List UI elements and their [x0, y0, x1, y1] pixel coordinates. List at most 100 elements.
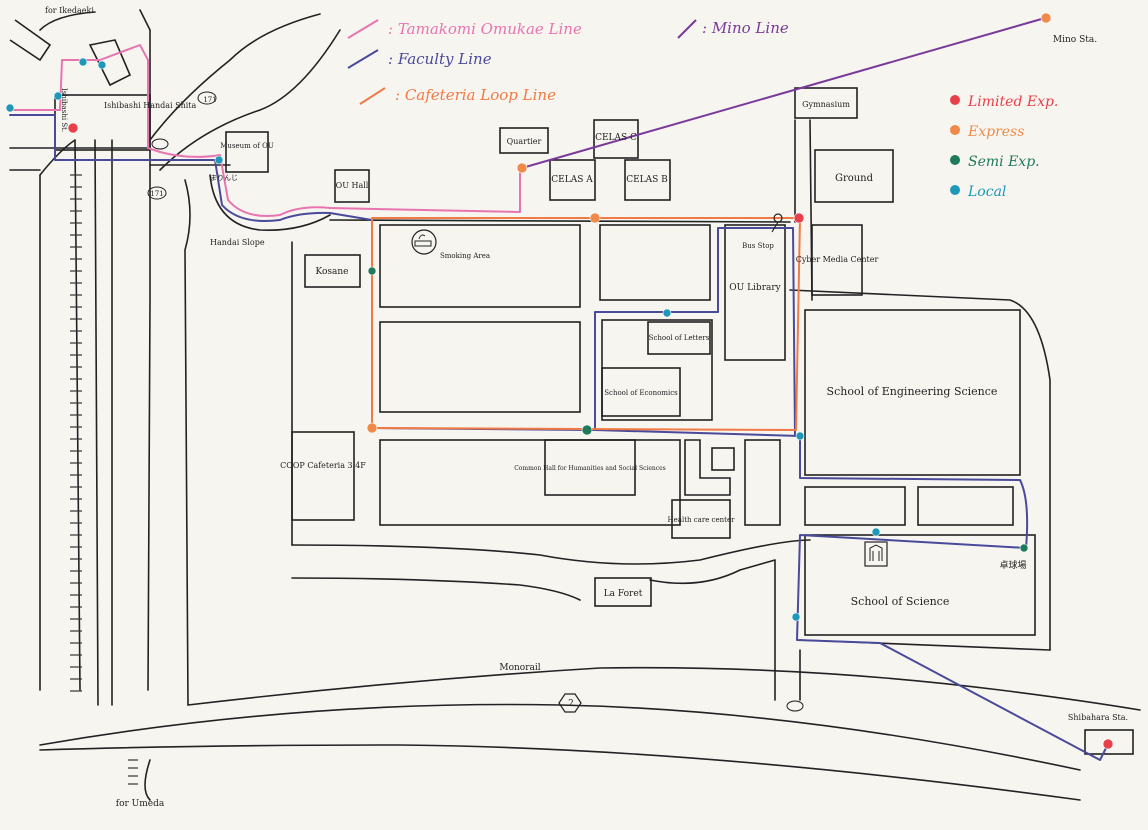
building-ground [814, 149, 894, 203]
legend-mino-label: : Mino Line [702, 19, 789, 37]
label-school-economics: School of Economics [604, 389, 678, 397]
road-handai-slope [209, 174, 331, 232]
building-toilet-block [684, 439, 731, 496]
building-gymnasium [794, 87, 858, 119]
building-toilet [711, 447, 735, 471]
stop-ishibashi-local[interactable] [53, 91, 63, 101]
stop-top-left-local-1[interactable] [78, 57, 88, 67]
building-celas-a [549, 159, 596, 201]
building-celas-c [593, 119, 639, 159]
label-ground: Ground [835, 173, 874, 184]
block-north-middle [599, 224, 711, 301]
shield-171-a [197, 91, 217, 105]
building-la-foret [594, 577, 652, 607]
stop-shibahara-limited[interactable] [1102, 738, 1114, 750]
building-quartier [499, 127, 549, 154]
road-171-north [149, 13, 321, 141]
label-ishibashi-st: Ishibashi St. [60, 88, 68, 132]
block-smoking-area [379, 224, 581, 308]
route-faculty-loop [594, 227, 796, 437]
road-top-left [39, 11, 96, 31]
label-171-a: 171 [203, 96, 216, 104]
stop-table-tennis-semi[interactable] [1019, 543, 1029, 553]
stop-engineering-local[interactable] [795, 431, 805, 441]
building-ou-library [724, 224, 786, 361]
label-coop: COOP Cafeteria 3.4F [280, 461, 366, 470]
stop-top-left-local-2[interactable] [97, 60, 107, 70]
building-celas-b [624, 159, 671, 201]
label-celas-a: CELAS A [551, 175, 593, 185]
label-school-letters: School of Letters [649, 334, 710, 342]
road-171-inner [159, 29, 341, 171]
label-museum: Museum of OU [220, 142, 274, 150]
building-school-engineering [804, 309, 1021, 476]
label-for-umeda: for Umeda [116, 799, 165, 809]
shield-171-b [147, 186, 167, 200]
building-health-care [671, 499, 731, 539]
building-coop [291, 431, 355, 521]
stop-ishibashi-limited[interactable] [67, 122, 79, 134]
bus-stop-sign-icon [771, 213, 783, 233]
label-quartier: Quartier [507, 137, 542, 146]
building-school-science [804, 534, 1036, 636]
road-south-east [649, 559, 776, 701]
label-route-2: 2 [568, 699, 574, 709]
stop-letters-local[interactable] [662, 308, 672, 318]
block-west-middle [379, 321, 581, 413]
route-tamakomi-line [9, 44, 521, 217]
label-mayumi: まりんじ [210, 174, 238, 182]
label-school-science: School of Science [851, 595, 950, 608]
legend-local-label: Local [967, 184, 1006, 200]
stop-museum-local[interactable] [214, 155, 224, 165]
label-bus-stop: Bus Stop [742, 242, 774, 250]
legend-limited-label: Limited Exp. [967, 94, 1058, 110]
stop-science-west-local[interactable] [791, 612, 801, 622]
building-school-letters [647, 321, 711, 355]
label-celas-b: CELAS B [626, 175, 668, 185]
block-health-east [744, 439, 781, 526]
label-celas-c: CELAS C [595, 133, 637, 143]
label-school-engineering: School of Engineering Science [827, 385, 998, 398]
bus-routes [9, 17, 1109, 761]
label-gymnasium: Gymnasium [802, 100, 850, 109]
shield-small-a [151, 138, 169, 150]
stop-common-hall-semi[interactable] [581, 424, 593, 436]
building-cyber-media [811, 224, 863, 296]
route-cafeteria-loop [371, 217, 801, 431]
stop-library-limited[interactable] [793, 212, 805, 224]
road-network [9, 9, 1141, 801]
smoking-icon [411, 229, 437, 255]
label-table-tennis: 卓球場 [999, 559, 1026, 571]
building-eng-south-1 [804, 486, 906, 526]
stop-north-express[interactable] [589, 212, 601, 224]
label-la-foret: La Foret [604, 589, 643, 599]
stop-kosane-semi[interactable] [367, 266, 377, 276]
road-north-main [329, 219, 791, 223]
label-kosane: Kosane [315, 267, 348, 277]
legend-express-label: Express [967, 124, 1024, 140]
road-umeda-branch [144, 759, 151, 801]
stop-far-left-local[interactable] [5, 103, 15, 113]
legend-tamakomi-label: : Tamakomi Omukae Line [388, 20, 582, 38]
label-ishibashi: Ishibashi Handai Shita [104, 101, 197, 110]
label-smoking-area: Smoking Area [440, 252, 490, 260]
stop-science-north-local[interactable] [871, 527, 881, 537]
label-monorail: Monorail [499, 663, 540, 673]
legend-semi-label: Semi Exp. [968, 154, 1040, 170]
road-route2-south [39, 744, 1081, 801]
route-mino-line [521, 17, 1046, 169]
road-route2-north [39, 703, 1081, 771]
stop-quartier-express[interactable] [516, 162, 528, 174]
label-171-b: 171 [150, 190, 163, 198]
stop-coop-express[interactable] [366, 422, 378, 434]
shield-small-b [786, 700, 804, 712]
label-handai-slope: Handai Slope [210, 238, 265, 247]
buildings [9, 19, 1134, 755]
building-kosane [304, 254, 361, 288]
building-museum [225, 131, 269, 173]
building-top-left-2 [9, 19, 52, 62]
road-west-campus [184, 179, 191, 706]
building-shibahara-station [1084, 729, 1134, 755]
stop-mino-express[interactable] [1040, 12, 1052, 24]
